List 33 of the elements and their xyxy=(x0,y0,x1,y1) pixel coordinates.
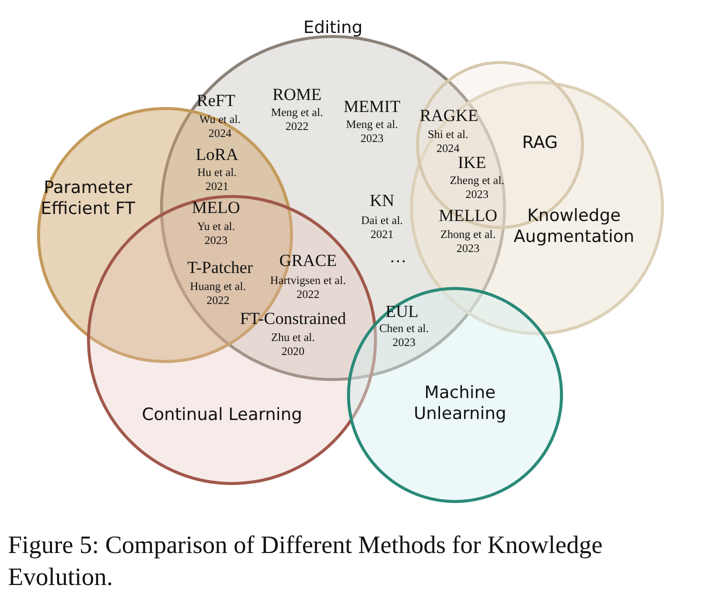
method-name: GRACE xyxy=(279,252,337,270)
citation-text: Meng et al. 2022 xyxy=(270,106,324,134)
citation-text: Huang et al. 2022 xyxy=(189,280,247,308)
method-name: T-Patcher xyxy=(187,259,253,277)
ellipsis-text: … xyxy=(390,248,406,266)
method-name: ROME xyxy=(272,86,322,104)
citation-text: Meng et al. 2023 xyxy=(344,118,400,146)
circle-label: Continual Learning xyxy=(140,405,304,426)
method-name: KN xyxy=(370,192,394,210)
circle-label: RAG xyxy=(521,133,559,154)
method-name: MELO xyxy=(192,199,240,217)
circle-label: Machine Unlearning xyxy=(412,383,508,425)
method-name: MEMIT xyxy=(344,98,400,116)
citation-text: Zhong et al. 2023 xyxy=(439,228,497,256)
circle-label: Parameter Efficient FT xyxy=(40,178,136,220)
citation-text: Chen et al. 2023 xyxy=(378,322,430,350)
method-name: FT-Constrained xyxy=(240,310,346,328)
method-name: RAGKE xyxy=(420,107,478,125)
method-name: EUL xyxy=(385,303,419,321)
citation-text: Dai et al. 2021 xyxy=(360,214,404,242)
method-name: MELLO xyxy=(438,207,498,225)
citation-text: Yu et al. 2023 xyxy=(196,220,236,248)
citation-text: Hu et al. 2021 xyxy=(196,166,238,194)
citation-text: Shi et al. 2024 xyxy=(426,128,470,156)
circle-label: Editing xyxy=(302,18,364,39)
circle-label: Knowledge Augmentation xyxy=(512,206,636,248)
method-name: IKE xyxy=(458,154,486,172)
citation-text: Hartvigsen et al. 2022 xyxy=(269,274,347,302)
figure-caption: Figure 5: Comparison of Different Methods for Knowledge Evolution. xyxy=(8,531,604,593)
method-name: LoRA xyxy=(196,146,238,164)
method-name: ReFT xyxy=(196,92,236,110)
citation-text: Zheng et al. 2023 xyxy=(448,174,506,202)
citation-text: Zhu et al. 2020 xyxy=(270,331,316,359)
